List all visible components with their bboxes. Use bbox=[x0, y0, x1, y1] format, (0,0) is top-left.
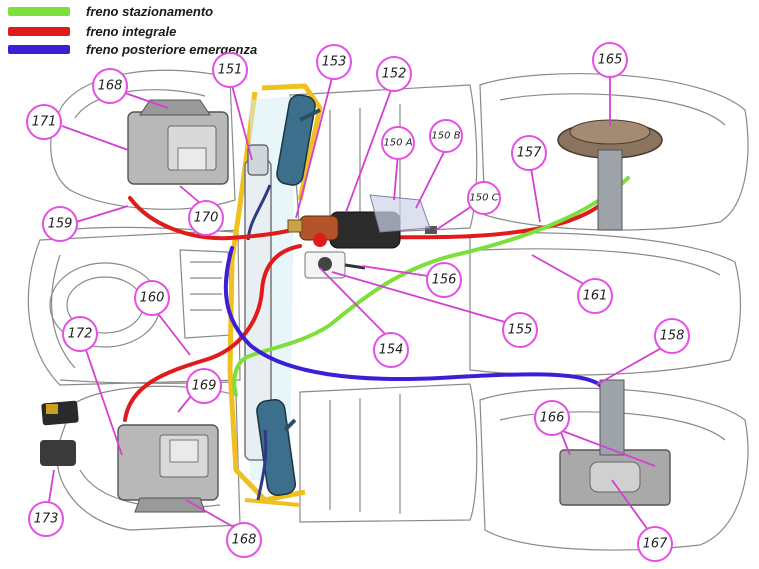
callout-161: 161 bbox=[577, 278, 613, 314]
handlebar-grip-top bbox=[276, 94, 321, 186]
callout-label: 159 bbox=[48, 217, 73, 232]
callout-label: 169 bbox=[192, 379, 217, 394]
caliper-front-lower bbox=[117, 424, 219, 513]
handlebar-grip-bottom bbox=[256, 399, 297, 496]
integral-line-front-lower bbox=[123, 244, 302, 422]
callout-label: 150 C bbox=[469, 193, 498, 204]
callout-157: 157 bbox=[511, 135, 547, 171]
integral-line-rear bbox=[348, 193, 612, 240]
legend-swatch-integral bbox=[8, 26, 70, 36]
callout-153: 153 bbox=[316, 44, 352, 80]
callout-167: 167 bbox=[637, 526, 673, 562]
callout-label: 158 bbox=[660, 329, 685, 344]
callout-160: 160 bbox=[134, 280, 170, 316]
callout-label: 168 bbox=[232, 533, 257, 548]
callout-159: 159 bbox=[42, 206, 78, 242]
rear-caliper-lower bbox=[559, 379, 671, 506]
legend-swatch-parking bbox=[8, 6, 70, 16]
callout-150a: 150 A bbox=[381, 126, 415, 160]
callout-label: 157 bbox=[517, 146, 543, 161]
callout-label: 170 bbox=[194, 211, 219, 226]
brake-pads bbox=[40, 400, 79, 466]
callout-label: 155 bbox=[508, 323, 533, 338]
callout-150c: 150 C bbox=[467, 181, 501, 215]
legend-label: freno posteriore emergenza bbox=[86, 41, 258, 57]
callout-label: 168 bbox=[98, 79, 123, 94]
callout-154: 154 bbox=[373, 332, 409, 368]
callout-158: 158 bbox=[654, 318, 690, 354]
callout-label: 167 bbox=[643, 537, 669, 552]
fluid-reservoir bbox=[304, 251, 366, 279]
callout-label: 171 bbox=[32, 115, 57, 130]
callout-label: 165 bbox=[598, 53, 623, 68]
callout-168-top: 168 bbox=[92, 68, 128, 104]
legend-item-emergency-brake: freno posteriore emergenza bbox=[8, 41, 258, 57]
callout-label: 161 bbox=[583, 289, 608, 304]
legend-swatch-emergency bbox=[8, 44, 70, 54]
callout-170: 170 bbox=[188, 200, 224, 236]
callout-151: 151 bbox=[212, 52, 248, 88]
caliper-front-upper bbox=[127, 99, 229, 185]
legend-item-integral-brake: freno integrale bbox=[8, 23, 177, 39]
rear-drum-upper bbox=[557, 119, 663, 231]
callout-173: 173 bbox=[28, 501, 64, 537]
callout-label: 173 bbox=[34, 512, 59, 527]
pedal-bracket bbox=[369, 194, 431, 233]
callout-label: 154 bbox=[379, 343, 404, 358]
callout-label: 172 bbox=[68, 327, 93, 342]
callout-label: 160 bbox=[140, 291, 165, 306]
callout-label: 156 bbox=[432, 273, 457, 288]
callout-152: 152 bbox=[376, 56, 412, 92]
callout-label: 166 bbox=[540, 411, 565, 426]
legend-label: freno integrale bbox=[86, 23, 177, 39]
legend-label: freno stazionamento bbox=[86, 3, 214, 19]
leader-lines bbox=[47, 69, 673, 538]
callout-150b: 150 B bbox=[429, 119, 463, 153]
callout-label: 150 A bbox=[383, 138, 412, 149]
callout-171: 171 bbox=[26, 104, 62, 140]
callout-156: 156 bbox=[426, 262, 462, 298]
callout-165: 165 bbox=[592, 42, 628, 78]
legend-item-parking-brake: freno stazionamento bbox=[8, 3, 214, 19]
callout-168-bottom: 168 bbox=[226, 522, 262, 558]
brake-lever-bottom bbox=[256, 429, 268, 501]
callout-169: 169 bbox=[186, 368, 222, 404]
callout-label: 152 bbox=[382, 67, 407, 82]
callout-label: 150 B bbox=[431, 131, 460, 142]
integral-line-front-upper bbox=[128, 196, 307, 241]
callout-label: 151 bbox=[218, 63, 243, 78]
callout-155: 155 bbox=[502, 312, 538, 348]
callout-172: 172 bbox=[62, 316, 98, 352]
steering-frame bbox=[227, 83, 323, 507]
callout-label: 153 bbox=[322, 55, 347, 70]
callout-166: 166 bbox=[534, 400, 570, 436]
